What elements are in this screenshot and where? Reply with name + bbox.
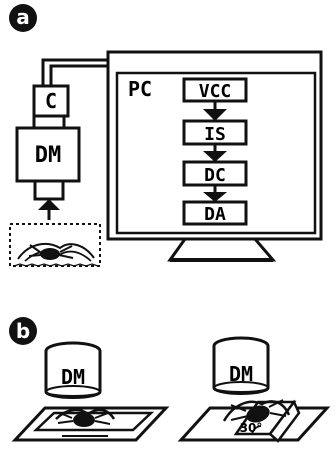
panel-b-label: b [9,317,37,345]
left-slide [11,406,170,442]
workflow-step-is: IS [182,119,248,146]
step-vcc-label: VCC [199,81,232,102]
left-microscope: DM [44,341,102,399]
camera-label: C [45,89,57,113]
workflow-arrows [203,101,227,202]
step-dc-label: DC [204,165,226,186]
workflow-step-vcc: VCC [182,77,248,103]
right-microscope: DM [212,336,270,395]
camera-cable [41,58,108,86]
microscope-body: DM [15,114,81,201]
camera-box: C [32,84,70,118]
panel-a-label: a [9,4,37,32]
right-slide: 30° [177,399,331,443]
step-is-label: IS [204,124,226,145]
angle-label: 30° [240,421,263,435]
panel-a-specimen-dish [9,223,101,267]
workflow-step-dc: DC [182,160,248,187]
left-microscope-label: DM [61,365,85,389]
panel-b-label-text: b [16,319,30,343]
upward-arrow [38,199,60,220]
panel-a-label-text: a [16,5,30,29]
right-microscope-label: DM [229,362,253,386]
microscope-label: DM [35,143,62,168]
pc-label: PC [128,77,152,101]
step-da-label: DA [204,204,226,225]
workflow-step-da: DA [182,200,248,226]
